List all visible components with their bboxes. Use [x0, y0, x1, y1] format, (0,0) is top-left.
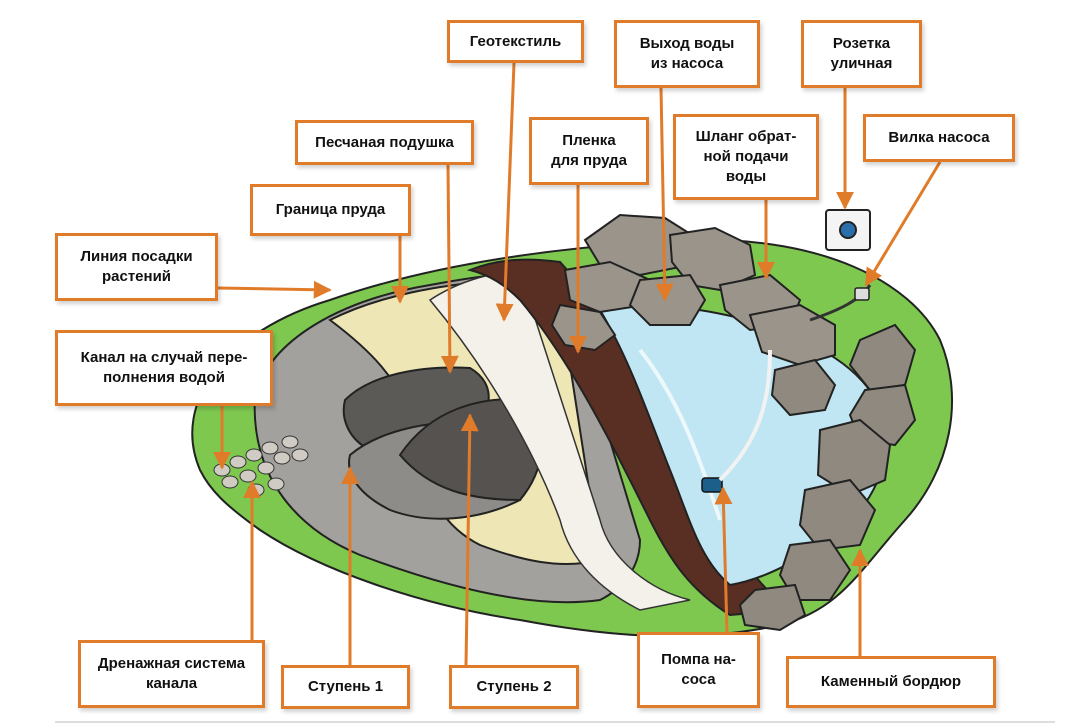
label-pump: Помпа на- соса [637, 632, 760, 708]
return-hose [718, 349, 772, 482]
label-pond-film: Пленка для пруда [529, 117, 649, 185]
label-outdoor-socket: Розетка уличная [801, 20, 922, 88]
stone-border [738, 323, 917, 632]
label-geotextile: Геотекстиль [447, 20, 584, 63]
label-pump-plug: Вилка насоса [863, 114, 1015, 162]
pump-plug-shape [854, 287, 870, 301]
label-planting-line: Линия посадки растений [55, 233, 218, 301]
pump-shape [701, 477, 723, 493]
label-overflow-channel: Канал на случай пере- полнения водой [55, 330, 273, 406]
label-stone-border: Каменный бордюр [786, 656, 996, 708]
label-pump-outlet: Выход воды из насоса [614, 20, 760, 88]
label-drainage-system: Дренажная система канала [78, 640, 265, 708]
label-sand-cushion: Песчаная подушка [295, 120, 474, 165]
outdoor-socket-shape [825, 209, 871, 251]
label-step-1: Ступень 1 [281, 665, 410, 709]
label-step-2: Ступень 2 [449, 665, 579, 709]
pointer-arrows [213, 62, 942, 666]
bottom-divider [55, 721, 1055, 723]
label-pond-border: Граница пруда [250, 184, 411, 236]
label-return-hose: Шланг обрат- ной подачи воды [673, 114, 819, 200]
